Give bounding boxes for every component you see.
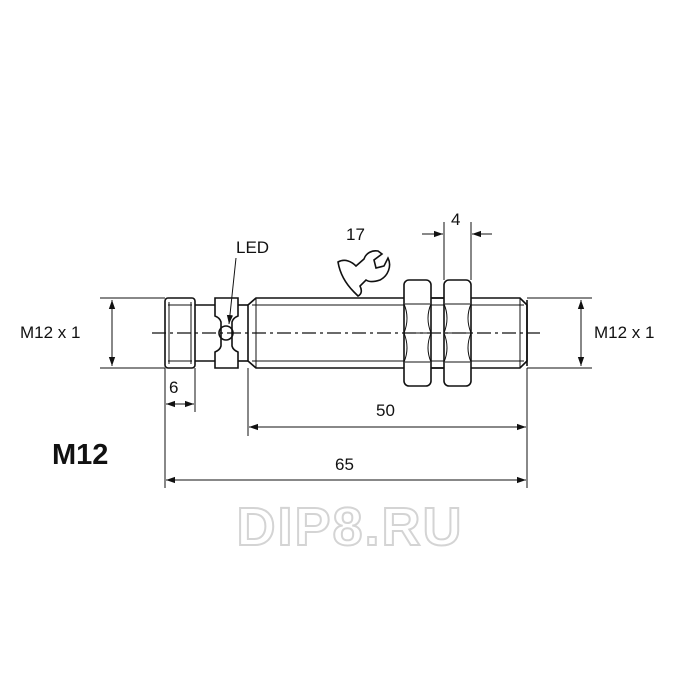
dim-thread-right — [527, 297, 592, 369]
thread-label-right: M12 x 1 — [594, 323, 654, 342]
dim-6 — [164, 368, 196, 412]
thread-label-left: M12 x 1 — [20, 323, 80, 342]
dim-thread-left — [100, 297, 165, 369]
dim-65-label: 65 — [335, 455, 354, 474]
dim-6-label: 6 — [169, 378, 178, 397]
dim-50-label: 50 — [376, 401, 395, 420]
wrench-icon — [337, 250, 391, 297]
wrench-size-label: 17 — [346, 225, 365, 244]
model-title: M12 — [52, 439, 108, 471]
dim-50 — [247, 368, 528, 436]
dim-nut-width — [422, 222, 492, 280]
led-leader — [226, 257, 237, 325]
watermark: DIP8.RU — [236, 497, 463, 557]
led-label: LED — [236, 238, 269, 257]
sensor-body — [152, 279, 540, 387]
dim-65 — [164, 412, 528, 488]
nut-width-label: 4 — [451, 210, 460, 229]
led-ring — [214, 297, 239, 369]
